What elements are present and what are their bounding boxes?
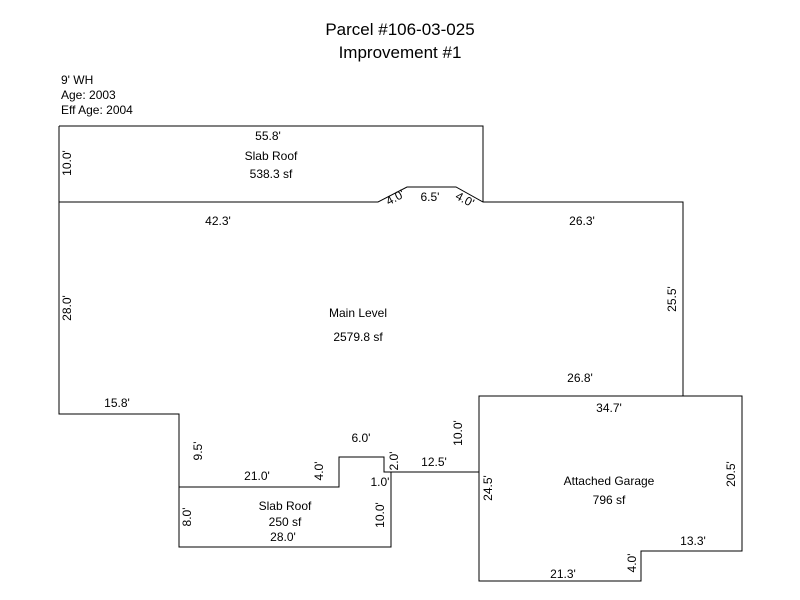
garage-name: Attached Garage: [564, 474, 655, 488]
eff-age-label: Eff Age: 2004: [61, 103, 133, 117]
dim-main-right-bottom: 26.8': [567, 371, 593, 385]
parcel-title: Parcel #106-03-025: [325, 20, 475, 39]
dim-notch-top: 6.0': [352, 431, 371, 445]
dim-main-left-top: 42.3': [205, 214, 231, 228]
info-block: 9' WH Age: 2003 Eff Age: 2004: [61, 73, 133, 118]
dim-notch-right: 2.0': [387, 452, 401, 471]
dim-garage-right: 20.5': [724, 461, 738, 487]
dim-step-width: 21.0': [244, 469, 270, 483]
dim-link-depth: 10.0': [451, 420, 465, 446]
garage-outline: [478, 395, 743, 582]
dim-step-depth: 9.5': [191, 442, 205, 461]
main-level-name: Main Level: [329, 306, 387, 320]
dim-bottom-right: 10.0': [373, 502, 387, 528]
dim-main-left-depth: 28.0': [60, 295, 74, 321]
dim-notch-left: 4.0': [312, 462, 326, 481]
slab-roof-bottom-size: 250 sf: [269, 515, 302, 529]
dim-garage-bottom: 21.3': [550, 567, 576, 581]
main-level-size: 2579.8 sf: [333, 330, 383, 344]
dim-bottom-width: 28.0': [270, 530, 296, 544]
main-level-outline: [58, 186, 684, 488]
dim-bottom-left: 8.0': [180, 508, 194, 527]
wall-height-label: 9' WH: [61, 73, 94, 87]
dim-top-width: 55.8': [255, 129, 281, 143]
dim-garage-top: 34.7': [596, 401, 622, 415]
dim-garage-notch: 4.0': [625, 554, 639, 573]
garage-size: 796 sf: [593, 493, 626, 507]
slab-roof-top-outline: [58, 125, 484, 202]
dim-bay-right: 4.0': [453, 189, 476, 210]
dim-link-width: 12.5': [421, 455, 447, 469]
dim-small-step: 1.0': [371, 475, 390, 489]
dim-main-left-bottom: 15.8': [104, 396, 130, 410]
dim-bay-front: 6.5': [421, 190, 440, 204]
slab-roof-bottom-name: Slab Roof: [259, 499, 312, 513]
dim-bay-left: 4.0': [383, 187, 406, 208]
dim-main-right-depth: 25.5': [665, 286, 679, 312]
age-label: Age: 2003: [61, 88, 116, 102]
dim-garage-left: 24.5': [481, 475, 495, 501]
dim-top-depth: 10.0': [60, 150, 74, 176]
slab-roof-bottom-outline: [178, 472, 392, 548]
dim-main-right-top: 26.3': [569, 214, 595, 228]
improvement-subtitle: Improvement #1: [338, 43, 462, 62]
slab-roof-top-size: 538.3 sf: [250, 167, 293, 181]
slab-roof-top-name: Slab Roof: [245, 149, 298, 163]
dim-garage-step: 13.3': [680, 534, 706, 548]
